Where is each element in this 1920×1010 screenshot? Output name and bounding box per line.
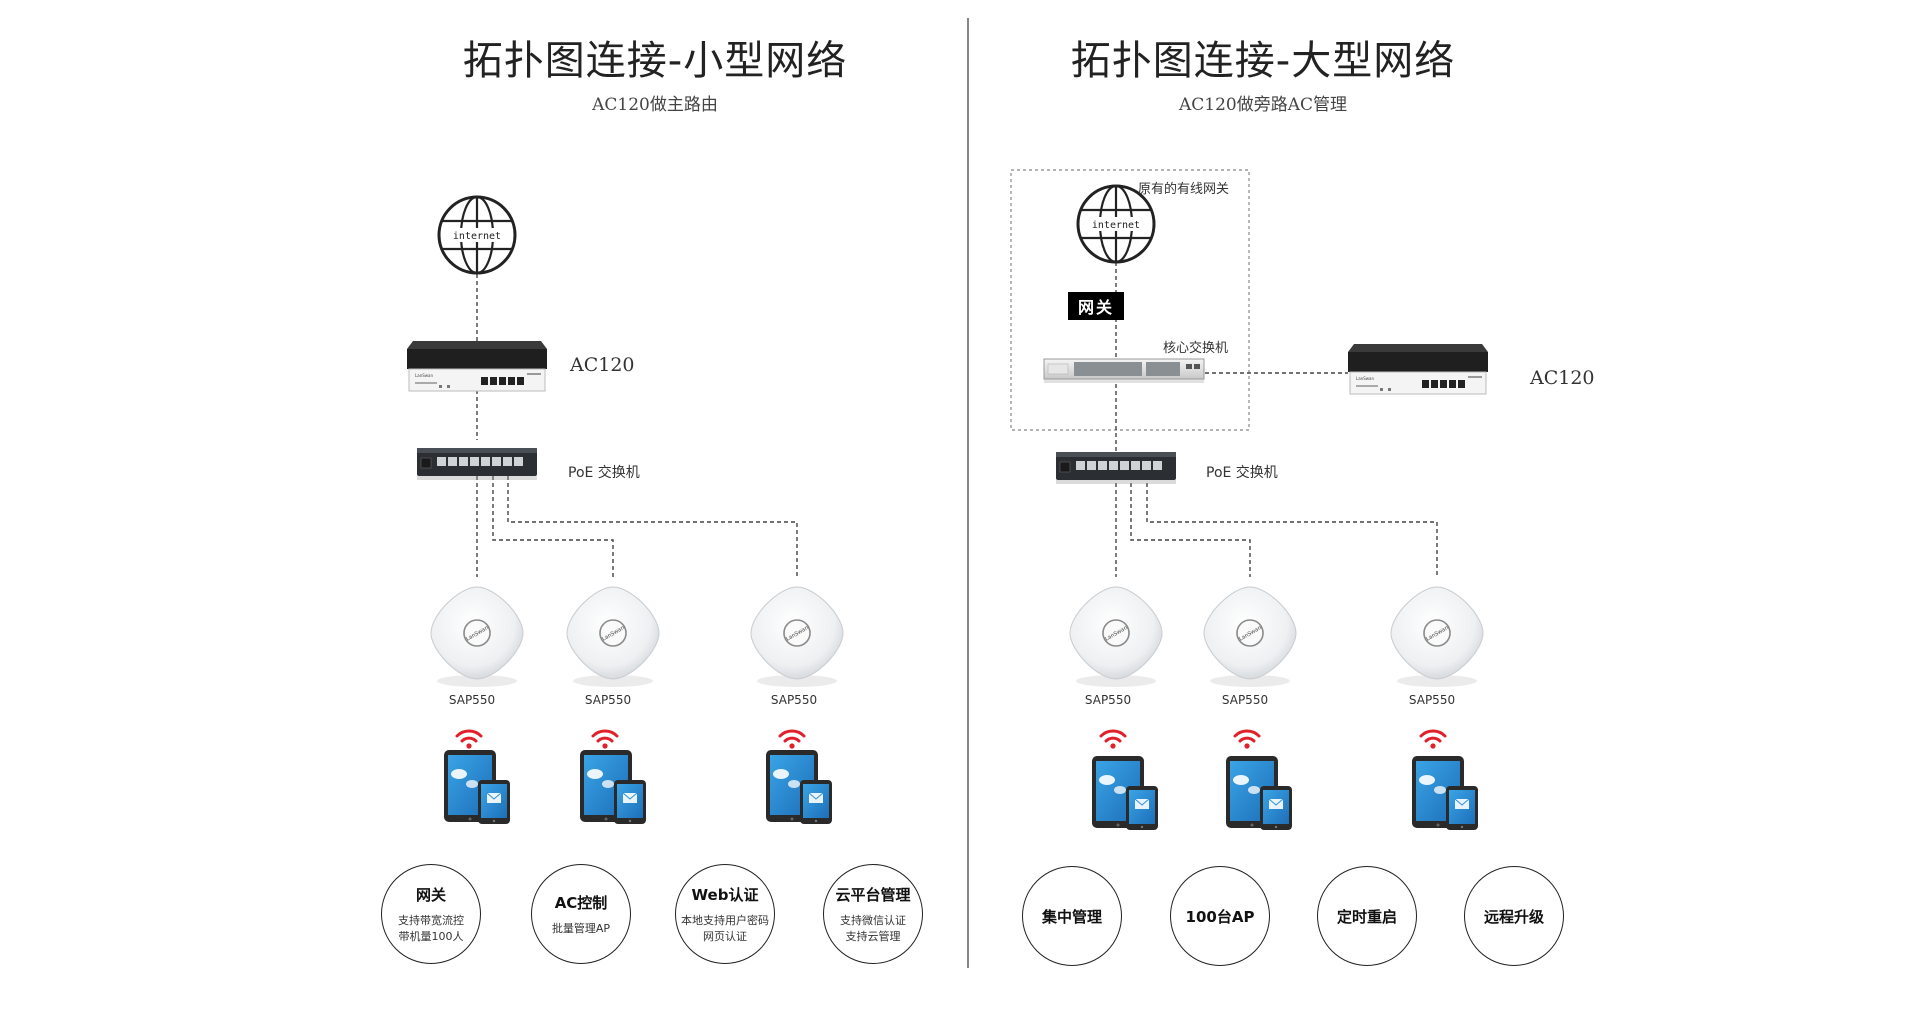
left-feature-cloud-mgmt: 云平台管理 支持微信认证 支持云管理 — [823, 864, 923, 964]
right-poe-label: PoE 交换机 — [1206, 465, 1278, 481]
feature-title: 集中管理 — [1041, 907, 1102, 926]
left-title: 拓扑图连接-小型网络 — [462, 38, 848, 84]
right-wifi-icon-1 — [1099, 729, 1127, 751]
right-feature-100-ap: 100台AP — [1170, 866, 1270, 966]
right-access-point-2 — [1203, 586, 1297, 688]
feature-desc: 本地支持用户密码 — [681, 913, 769, 927]
left-wifi-icon-1 — [455, 729, 483, 751]
existing-gateway-label: 原有的有线网关 — [1138, 182, 1230, 197]
left-ap-label-2: SAP550 — [584, 693, 632, 707]
left-access-point-1 — [430, 586, 524, 688]
left-client-devices-3 — [765, 749, 833, 825]
feature-desc: 支持带宽流控 — [398, 913, 464, 927]
feature-title: 100台AP — [1185, 907, 1255, 926]
feature-desc: 批量管理AP — [551, 921, 611, 935]
right-feature-remote-upgrade: 远程升级 — [1464, 866, 1564, 966]
left-feature-gateway: 网关 支持带宽流控 带机量100人 — [381, 864, 481, 964]
feature-title: 云平台管理 — [835, 885, 911, 904]
right-ap-label-2: SAP550 — [1221, 693, 1269, 707]
right-client-devices-3 — [1411, 755, 1479, 831]
right-client-devices-1 — [1091, 755, 1159, 831]
feature-title: AC控制 — [554, 893, 608, 912]
right-wifi-icon-3 — [1419, 729, 1447, 751]
feature-title: Web认证 — [691, 885, 759, 904]
left-ac120-label: AC120 — [570, 354, 635, 376]
left-ap-label-1: SAP550 — [448, 693, 496, 707]
left-subtitle: AC120做主路由 — [592, 95, 718, 115]
right-access-point-3 — [1390, 586, 1484, 688]
left-access-point-2 — [566, 586, 660, 688]
right-feature-scheduled-reboot: 定时重启 — [1317, 866, 1417, 966]
left-ap-label-3: SAP550 — [770, 693, 818, 707]
feature-desc: 支持微信认证 — [840, 913, 906, 927]
left-poe-label: PoE 交换机 — [568, 465, 640, 481]
left-connections — [476, 274, 798, 577]
feature-title: 定时重启 — [1336, 907, 1397, 926]
feature-desc: 网页认证 — [703, 929, 747, 943]
right-title: 拓扑图连接-大型网络 — [1070, 38, 1456, 84]
left-client-devices-2 — [579, 749, 647, 825]
right-client-devices-2 — [1225, 755, 1293, 831]
right-ac120-router — [1347, 343, 1489, 395]
left-feature-ac-control: AC控制 批量管理AP — [531, 864, 631, 964]
right-access-point-1 — [1069, 586, 1163, 688]
feature-desc: 支持云管理 — [845, 929, 901, 943]
gateway-tag: 网关 — [1068, 292, 1125, 320]
left-ac120-router — [406, 340, 548, 392]
left-internet-label: internet — [453, 231, 501, 242]
core-switch-label: 核心交换机 — [1163, 341, 1229, 356]
right-subtitle: AC120做旁路AC管理 — [1178, 95, 1348, 115]
feature-title: 网关 — [415, 885, 446, 904]
left-wifi-icon-2 — [591, 729, 619, 751]
right-feature-central-mgmt: 集中管理 — [1022, 866, 1122, 966]
right-connections — [1115, 262, 1438, 577]
left-poe-switch — [416, 447, 538, 481]
right-internet-label: internet — [1092, 220, 1140, 231]
left-feature-web-auth: Web认证 本地支持用户密码 网页认证 — [675, 864, 775, 964]
feature-desc: 带机量100人 — [398, 929, 464, 943]
right-ap-label-1: SAP550 — [1084, 693, 1132, 707]
feature-title: 远程升级 — [1483, 907, 1544, 926]
left-wifi-icon-3 — [778, 729, 806, 751]
right-wifi-icon-2 — [1233, 729, 1261, 751]
core-switch — [1043, 358, 1205, 384]
right-ac120-label: AC120 — [1530, 367, 1595, 389]
right-ap-label-3: SAP550 — [1408, 693, 1456, 707]
left-access-point-3 — [750, 586, 844, 688]
right-poe-switch — [1055, 451, 1177, 485]
existing-network-box — [1010, 169, 1250, 431]
left-client-devices-1 — [443, 749, 511, 825]
